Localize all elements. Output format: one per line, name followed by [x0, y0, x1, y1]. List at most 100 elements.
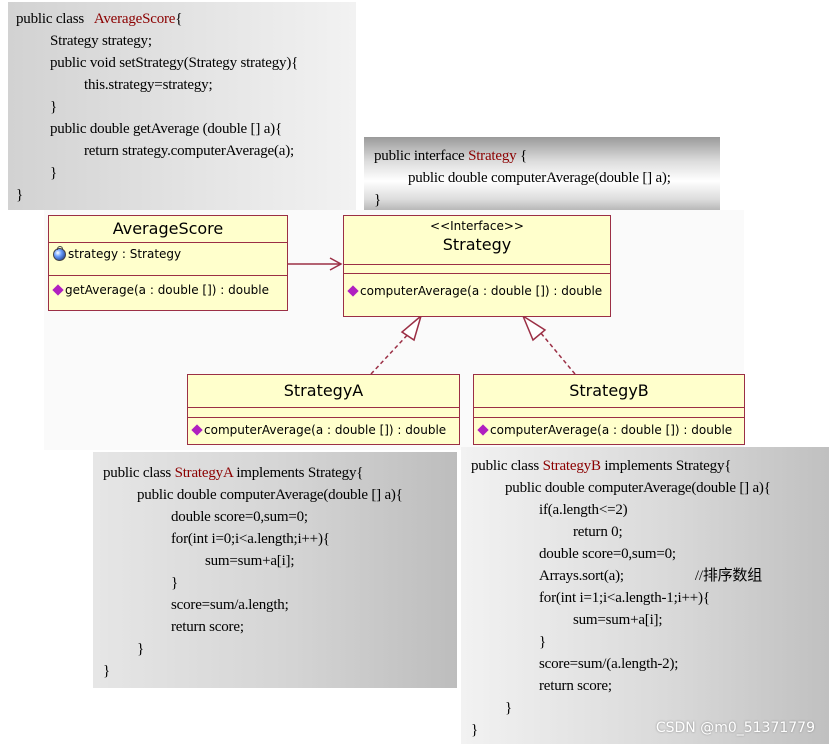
code-line: } [16, 96, 356, 118]
code-line: public interface Strategy { [374, 145, 720, 167]
code-text: } [505, 700, 512, 716]
code-text: if(a.length<=2) [539, 502, 628, 518]
code-line: return score; [471, 675, 829, 697]
code-line: for(int i=0;i<a.length;i++){ [103, 528, 457, 550]
uml-class-strategy-b: StrategyB computerAverage(a : double [])… [473, 374, 745, 445]
code-line: this.strategy=strategy; [16, 74, 356, 96]
uml-class-strategy-a: StrategyA computerAverage(a : double [])… [187, 374, 460, 445]
uml-class-average-score: AverageScore strategy : Strategy getAver… [48, 215, 288, 311]
code-text: Strategy strategy; [50, 33, 152, 49]
code-text: } [137, 641, 144, 657]
code-text: return strategy.computerAverage(a); [84, 143, 294, 159]
realization-line-a [370, 329, 413, 375]
diamond-operation-icon [52, 284, 64, 296]
code-text: implements Strategy{ [600, 458, 732, 474]
code-line: public double computerAverage(double [] … [471, 477, 829, 499]
code-line: return strategy.computerAverage(a); [16, 140, 356, 162]
code-line: sum=sum+a[i]; [471, 609, 829, 631]
association-arrowhead [329, 257, 343, 271]
code-line: double score=0,sum=0; [471, 543, 829, 565]
code-text: } [50, 99, 57, 115]
code-text: } [50, 165, 57, 181]
code-line: for(int i=1;i<a.length-1;i++){ [471, 587, 829, 609]
realization-line-b [539, 331, 576, 375]
code-text: } [539, 634, 546, 650]
diamond-operation-icon [347, 285, 359, 297]
interface-name: Strategy [442, 235, 512, 254]
stereotype-label: <<Interface>> [430, 219, 524, 233]
code-line: return 0; [471, 521, 829, 543]
class-name: StrategyB [569, 381, 649, 400]
code-line: } [471, 631, 829, 653]
code-line: } [16, 184, 356, 206]
code-text: public double computerAverage(double [] … [137, 487, 403, 503]
code-line: } [103, 660, 457, 682]
uml-interface-strategy: <<Interface>> Strategy computerAverage(a… [343, 215, 611, 317]
operation-row: computerAverage(a : double []) : double [344, 274, 610, 308]
code-line: Arrays.sort(a); //排序数组 [471, 565, 829, 587]
code-text: score=sum/(a.length-2); [539, 656, 679, 672]
class-name-highlight: AverageScore [93, 11, 176, 27]
code-block-strategy-b: public class StrategyB implements Strate… [461, 447, 829, 744]
code-text: double score=0,sum=0; [539, 546, 676, 562]
code-text: public void setStrategy(Strategy strateg… [50, 55, 299, 71]
code-line: public double getAverage (double [] a){ [16, 118, 356, 140]
code-text: return 0; [573, 524, 623, 540]
code-block-strategy-a: public class StrategyA implements Strate… [93, 452, 457, 688]
code-line: double score=0,sum=0; [103, 506, 457, 528]
code-line: public class StrategyB implements Strate… [471, 455, 829, 477]
code-text: } [171, 575, 178, 591]
operation-text: computerAverage(a : double []) : double [204, 423, 447, 437]
code-line: if(a.length<=2) [471, 499, 829, 521]
code-text: public class [103, 465, 175, 481]
code-line: } [103, 572, 457, 594]
code-line: } [16, 162, 356, 184]
code-text: { [516, 148, 528, 164]
code-text: public double getAverage (double [] a){ [50, 121, 282, 137]
diamond-operation-icon [477, 424, 489, 436]
code-text: } [103, 663, 110, 679]
code-text: double score=0,sum=0; [171, 509, 308, 525]
code-line: score=sum/a.length; [103, 594, 457, 616]
operation-row: computerAverage(a : double []) : double [474, 418, 744, 442]
code-text: { [175, 11, 183, 27]
class-name: StrategyA [283, 381, 364, 400]
diamond-operation-icon [191, 424, 203, 436]
realization-arrowhead-a [400, 313, 423, 342]
operation-text: computerAverage(a : double []) : double [490, 423, 733, 437]
code-line: sum=sum+a[i]; [103, 550, 457, 572]
operation-text: computerAverage(a : double []) : double [360, 284, 603, 298]
code-text: for(int i=1;i<a.length-1;i++){ [539, 590, 710, 606]
code-text: } [374, 192, 381, 208]
code-line: } [374, 189, 720, 211]
operation-row: getAverage(a : double []) : double [49, 276, 287, 304]
code-text: score=sum/a.length; [171, 597, 289, 613]
code-text: public class [471, 458, 543, 474]
code-line: } [471, 719, 829, 741]
attribute-row: strategy : Strategy [49, 243, 287, 265]
code-line: public double computerAverage(double [] … [103, 484, 457, 506]
code-text: implements Strategy{ [232, 465, 364, 481]
code-line: public void setStrategy(Strategy strateg… [16, 52, 356, 74]
code-line: score=sum/(a.length-2); [471, 653, 829, 675]
code-block-strategy-interface: public interface Strategy { public double… [364, 137, 720, 217]
code-text: } [471, 722, 478, 738]
code-text: for(int i=0;i<a.length;i++){ [171, 531, 330, 547]
code-line: public class StrategyA implements Strate… [103, 462, 457, 484]
code-text: public double computerAverage(double [] … [408, 170, 671, 186]
watermark: CSDN @m0_51371779 [655, 720, 815, 736]
class-name: AverageScore [112, 219, 224, 238]
code-text: this.strategy=strategy; [84, 77, 213, 93]
code-text: public double computerAverage(double [] … [505, 480, 771, 496]
code-line: public class AverageScore{ [16, 8, 356, 30]
class-name-highlight: StrategyB [542, 458, 601, 474]
code-text: Arrays.sort(a); //排序数组 [539, 568, 763, 584]
code-text: sum=sum+a[i]; [205, 553, 295, 569]
code-text: sum=sum+a[i]; [573, 612, 663, 628]
code-text: return score; [171, 619, 244, 635]
code-line: return score; [103, 616, 457, 638]
attribute-text: strategy : Strategy [68, 247, 182, 261]
realization-arrowhead-b [521, 314, 547, 342]
operation-text: getAverage(a : double []) : double [65, 283, 270, 297]
